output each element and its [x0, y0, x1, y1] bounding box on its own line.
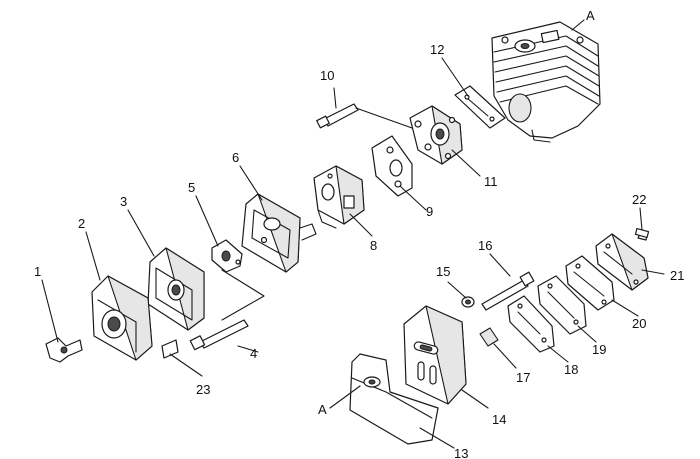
air-filter-base [241, 193, 317, 273]
callout-5: 5 [188, 180, 195, 195]
callout-23: 23 [196, 382, 210, 397]
insulator-gasket [371, 135, 413, 197]
leader-lines [41, 19, 665, 449]
muffler-plate [537, 275, 587, 335]
callout-6: 6 [232, 150, 239, 165]
muffler [403, 305, 467, 405]
callout-16: 16 [478, 238, 492, 253]
callout-1: 1 [34, 264, 41, 279]
callout-13: 13 [454, 446, 468, 459]
long-bolt [189, 269, 265, 351]
intake-adapter [409, 105, 463, 165]
callout-22: 22 [632, 192, 646, 207]
outlet-cover [595, 233, 649, 291]
callout-17: 17 [516, 370, 530, 385]
callout-18: 18 [564, 362, 578, 377]
heat-shield [349, 353, 439, 445]
callout-2: 2 [78, 216, 85, 231]
carburetor [313, 165, 365, 229]
callout-labels: 1 2 3 4 5 6 8 9 10 11 12 13 14 15 16 17 … [34, 8, 684, 459]
cylinder [491, 21, 601, 143]
cylinder-gasket [454, 85, 506, 129]
spacer [211, 239, 243, 273]
muffler-gasket [507, 295, 555, 353]
callout-20: 20 [632, 316, 646, 331]
outlet-gasket [565, 255, 615, 311]
air-filter-element [147, 247, 205, 331]
callout-9: 9 [426, 204, 433, 219]
callout-10: 10 [320, 68, 334, 83]
callout-ref-a-cylinder: A [586, 8, 595, 23]
callout-21: 21 [670, 268, 684, 283]
callout-3: 3 [120, 194, 127, 209]
muffler-bolt [481, 271, 535, 311]
callout-4: 4 [250, 346, 257, 361]
wing-nut [45, 337, 83, 363]
callout-ref-a-shield: A [318, 402, 327, 417]
small-filter [161, 339, 179, 359]
callout-8: 8 [370, 238, 377, 253]
callout-14: 14 [492, 412, 506, 427]
callout-19: 19 [592, 342, 606, 357]
callout-11: 11 [484, 174, 498, 189]
air-filter-cover [91, 275, 153, 361]
callout-12: 12 [430, 42, 444, 57]
callout-15: 15 [436, 264, 450, 279]
spark-screen [479, 327, 499, 347]
washer [461, 296, 475, 308]
intake-bolt [316, 103, 413, 129]
cover-screw [634, 227, 650, 241]
